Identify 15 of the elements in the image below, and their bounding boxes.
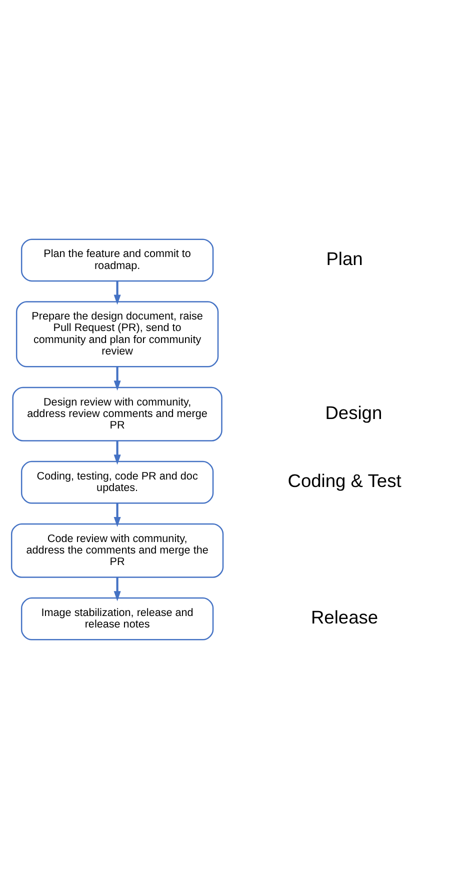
label: Release xyxy=(310,606,378,628)
arrow xyxy=(114,503,121,528)
label: Plan xyxy=(326,248,363,269)
label: Design xyxy=(325,402,382,423)
node-box: Prepare the design document, raise Pull Request (PR), send to community and plan for community review xyxy=(16,301,219,368)
node-box: Code review with community, address the comments and merge the PR xyxy=(10,523,224,578)
node-box: Design review with community, address review comments and merge PR xyxy=(12,386,222,442)
node-box: Plan the feature and commit to roadmap. xyxy=(20,238,214,282)
arrow xyxy=(114,577,121,602)
arrow xyxy=(114,440,121,465)
arrow xyxy=(114,281,121,305)
node-box: Coding, testing, code PR and doc updates. xyxy=(20,460,214,504)
label: Coding & Test xyxy=(288,470,402,492)
arrow xyxy=(114,366,121,391)
node-box: Image stabilization, release and release notes xyxy=(20,597,214,640)
